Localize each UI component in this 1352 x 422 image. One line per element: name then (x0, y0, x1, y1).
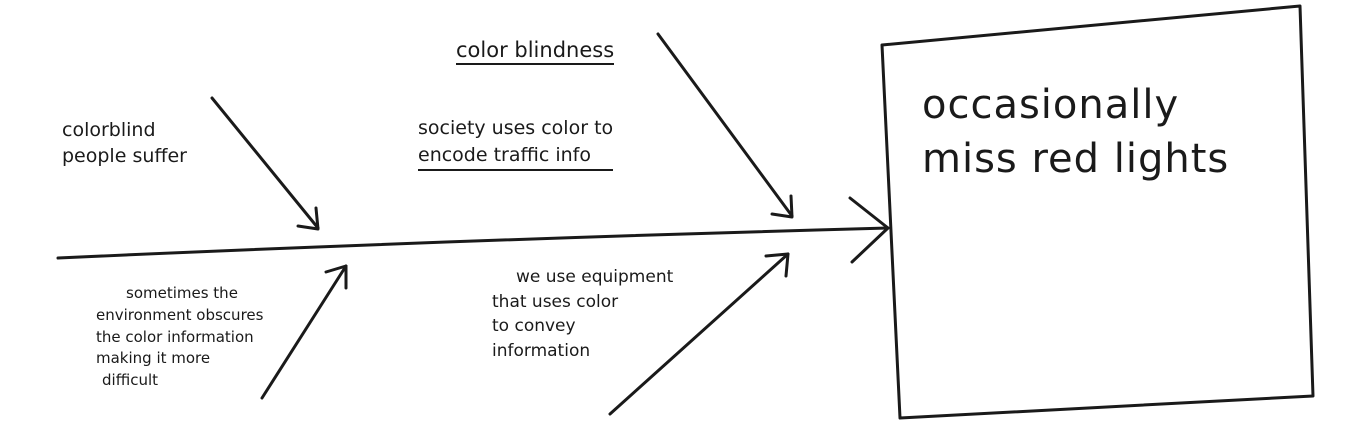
cause-environment: sometimes the environment obscures the c… (96, 283, 263, 392)
cause-environment-line-3: the color information (96, 327, 254, 346)
cause-equipment-line-2: that uses color (492, 291, 619, 312)
effect-line-2: miss red lights (922, 136, 1230, 182)
bone-equipment-arrowhead (764, 252, 790, 278)
cause-society-uses-color: society uses color to encode traffic inf… (418, 115, 614, 172)
category-label: color blindness (456, 38, 615, 66)
cause-equipment-line-1: we use equipment (516, 267, 674, 287)
bone-color-blindness (656, 32, 794, 218)
spine-arrowhead (848, 196, 890, 264)
cause-colorblind-people: colorblind people suffer (62, 118, 187, 169)
bone-environment-arrowhead (324, 264, 348, 290)
effect-label: occasionally miss red lights (922, 78, 1229, 186)
cause-society-line-2: encode traffic info (418, 142, 614, 172)
cause-equipment-line-3: to convey (492, 316, 576, 337)
cause-environment-line-4: making it more (96, 349, 211, 368)
cause-environment-line-2: environment obscures (96, 305, 264, 324)
spine-line (56, 226, 890, 260)
bone-colorblind-people (210, 96, 320, 230)
bone-colorblind-people-arrowhead (296, 206, 320, 231)
effect-line-1: occasionally (922, 82, 1180, 128)
bone-color-blindness-arrowhead (770, 194, 794, 219)
category-label-text: color blindness (456, 38, 615, 66)
bone-environment (260, 264, 348, 400)
cause-society-line-1: society uses color to (418, 117, 614, 139)
cause-environment-line-5: difficult (102, 371, 158, 389)
effect-box (880, 4, 1315, 420)
cause-environment-line-1: sometimes the (126, 284, 238, 302)
cause-equipment: we use equipment that uses color to conv… (492, 265, 673, 364)
bone-equipment (608, 252, 790, 416)
cause-equipment-line-4: information (492, 340, 591, 361)
cause-colorblind-people-line-1: colorblind (62, 119, 156, 141)
cause-colorblind-people-line-2: people suffer (62, 144, 187, 167)
